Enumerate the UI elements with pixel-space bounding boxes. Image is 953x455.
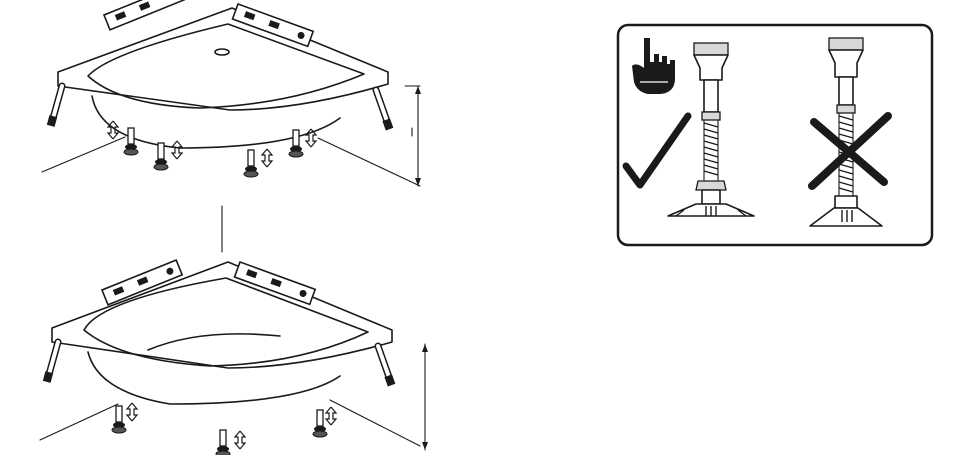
up-down-arrow-icon bbox=[126, 402, 138, 422]
support-leg-left bbox=[47, 86, 62, 127]
shower-tray-basin bbox=[83, 277, 369, 367]
shower-tray-basin bbox=[87, 23, 365, 109]
adjustable-foot-icon bbox=[153, 142, 169, 171]
adjustable-foot-icon bbox=[111, 405, 127, 434]
adjustable-foot-icon bbox=[215, 429, 231, 455]
support-leg-left bbox=[43, 342, 58, 383]
hand-pointing-icon bbox=[632, 38, 675, 94]
adjustable-foot-icon bbox=[288, 129, 304, 158]
adjustable-foot-incorrect bbox=[809, 37, 883, 227]
shower-tray-rim bbox=[57, 7, 389, 111]
foot-adjustment-inset bbox=[616, 23, 934, 247]
spirit-level-icon bbox=[103, 0, 185, 31]
support-leg-right bbox=[364, 90, 400, 132]
up-down-arrow-icon bbox=[234, 430, 246, 450]
tray-levelling-step-2 bbox=[40, 205, 428, 455]
up-down-arrow-icon bbox=[171, 140, 183, 160]
up-down-arrow-icon bbox=[261, 148, 273, 168]
support-leg-right bbox=[366, 346, 402, 388]
floor-line-right bbox=[317, 137, 421, 187]
drain-hole bbox=[214, 48, 230, 56]
up-down-arrow-icon bbox=[325, 406, 337, 426]
adjustable-foot-icon bbox=[243, 149, 259, 178]
adjustable-foot-icon bbox=[312, 409, 328, 438]
tray-levelling-step-1 bbox=[41, 0, 421, 187]
check-icon bbox=[622, 112, 692, 189]
cross-icon bbox=[808, 112, 892, 190]
shower-tray-rim bbox=[51, 261, 393, 369]
adjustable-foot-correct bbox=[667, 42, 755, 217]
adjustable-foot-icon bbox=[123, 127, 139, 156]
floor-line-left bbox=[41, 136, 126, 173]
